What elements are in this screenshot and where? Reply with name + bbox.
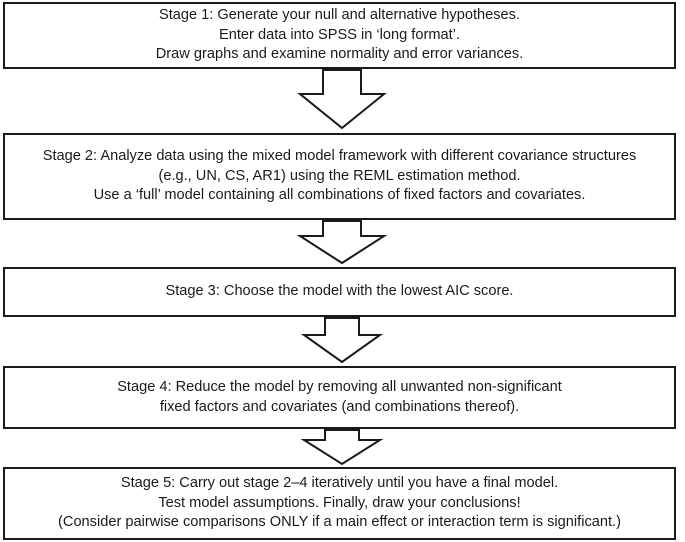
stage-1-box: Stage 1: Generate your null and alternat… [3, 2, 676, 69]
stage-4-box: Stage 4: Reduce the model by removing al… [3, 366, 676, 429]
stage-5-box: Stage 5: Carry out stage 2–4 iteratively… [3, 467, 676, 540]
stage-3-line-1: Stage 3: Choose the model with the lowes… [165, 283, 514, 300]
stage-4-line-1: Stage 4: Reduce the model by removing al… [117, 379, 562, 395]
stage-4-line-2: fixed factors and covariates (and combin… [159, 398, 520, 415]
arrow-stage2-to-stage3 [296, 220, 388, 265]
stage-2-line-2: (e.g., UN, CS, AR1) using the REML estim… [158, 167, 521, 184]
arrow-stage1-to-stage2 [297, 69, 387, 130]
arrow-stage3-to-stage4 [300, 317, 384, 364]
stage-5-line-3: (Consider pairwise comparisons ONLY if a… [58, 514, 621, 531]
stage-5-line-1: Stage 5: Carry out stage 2–4 iteratively… [120, 475, 559, 492]
stage-5-line-2: Test model assumptions. Finally, draw yo… [158, 494, 521, 511]
stage-2-box: Stage 2: Analyze data using the mixed mo… [3, 133, 676, 220]
arrow-stage4-to-stage5 [300, 429, 384, 466]
stage-1-line-1: Stage 1: Generate your null and alternat… [158, 7, 521, 24]
stage-3-box: Stage 3: Choose the model with the lowes… [3, 267, 676, 317]
stage-2-line-3: Use a ‘full’ model containing all combin… [93, 187, 586, 204]
stage-1-line-2: Enter data into SPSS in ‘long format’. [219, 26, 460, 43]
stage-2-line-1: Stage 2: Analyze data using the mixed mo… [42, 148, 637, 165]
stage-1-line-3: Draw graphs and examine normality and er… [155, 46, 524, 63]
